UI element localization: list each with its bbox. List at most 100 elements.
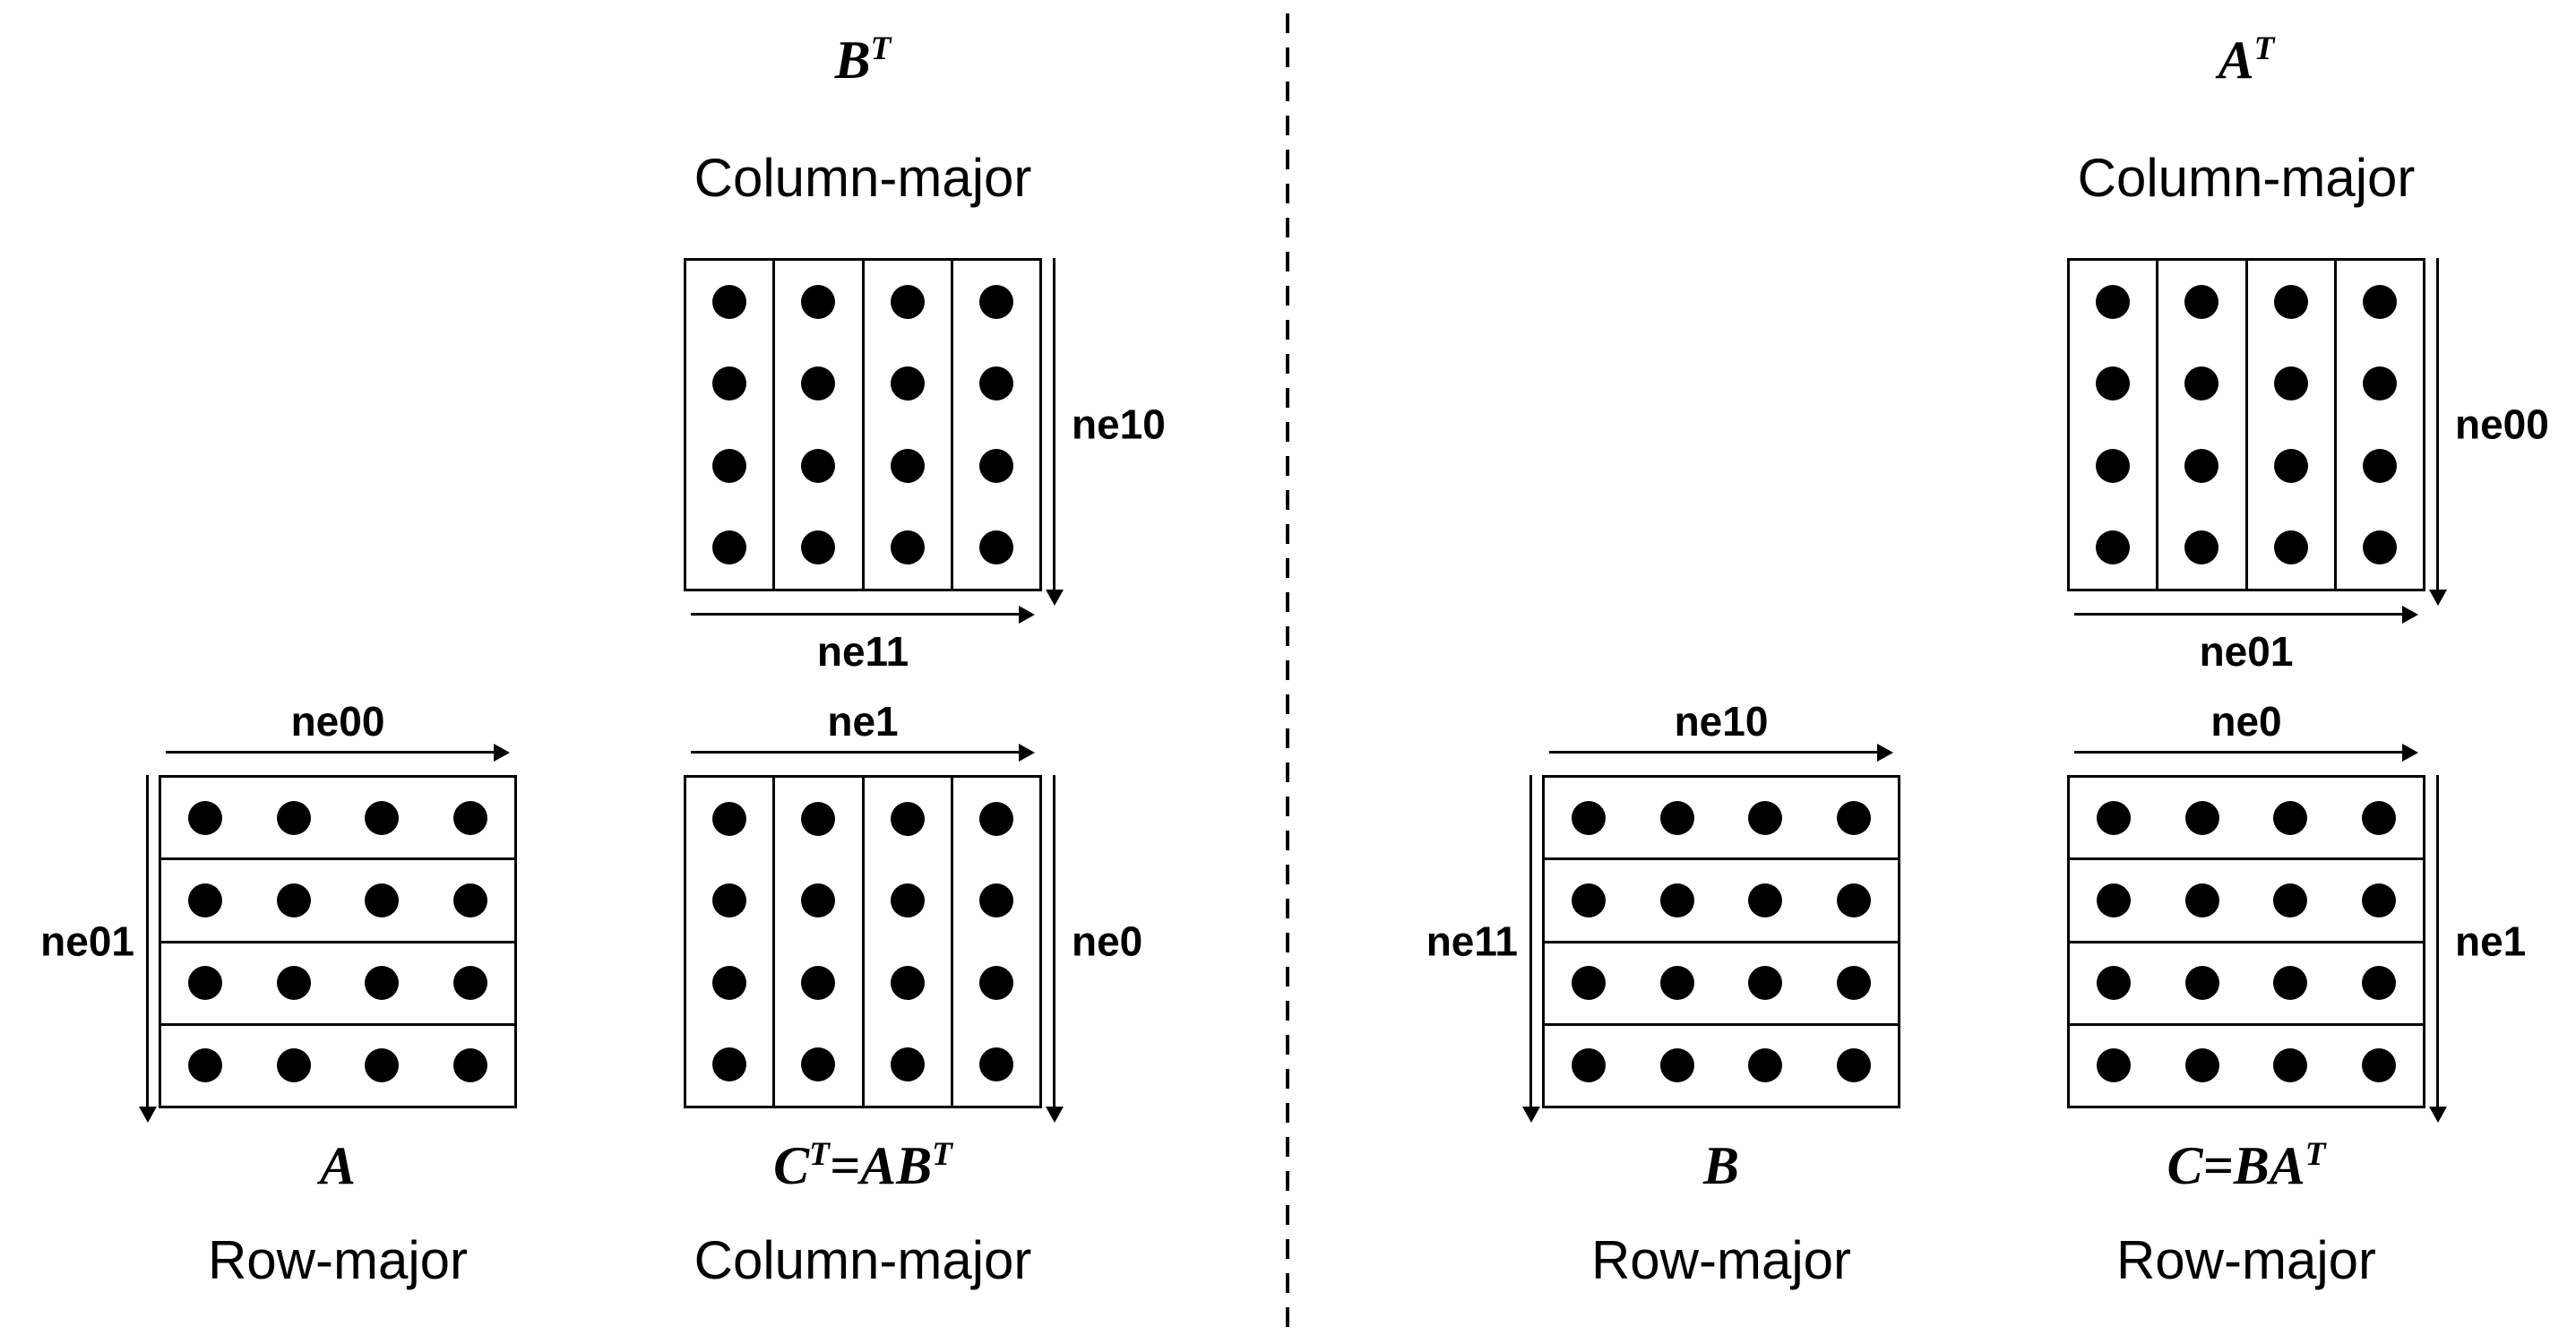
at-down-arrow-icon [2429,258,2447,606]
matrix-element-dot [712,284,747,319]
bt-matrix-title: BT [834,30,892,90]
a-ne01-label: ne01 [40,918,134,965]
matrix-element-dot [1748,966,1783,1001]
c-ne1-label: ne1 [2455,918,2527,965]
b-right-arrow-icon [1549,744,1893,762]
matrix-element-dot [890,1047,925,1082]
at-matrix-title: AT [2218,30,2275,90]
matrix-row [2070,943,2423,1026]
matrix-row [1545,778,1898,861]
ct-ne1-label: ne1 [827,698,899,745]
matrix-element-dot [276,1048,311,1083]
matrix-row [161,778,514,861]
matrix-element-dot [2273,366,2308,401]
matrix-element-dot [1572,1048,1607,1083]
bt-right-arrow-icon [691,606,1035,624]
matrix-element-dot [2097,966,2132,1001]
matrix-element-dot [1572,966,1607,1001]
matrix-element-dot [188,1048,223,1083]
c-matrix-title: C=BAT [2167,1136,2326,1195]
matrix-element-dot [2362,366,2397,401]
matrix-element-dot [1659,883,1694,918]
matrix-element-dot [801,883,836,918]
matrix-element-dot [2362,448,2397,483]
matrix-element-dot [188,883,223,918]
matrix-element-dot [978,965,1013,1000]
b-ne10-label: ne10 [1674,698,1769,745]
matrix-element-dot [1659,1048,1694,1083]
matrix-element-dot [2273,448,2308,483]
matrix-element-dot [801,801,836,836]
c-down-arrow-icon [2429,775,2447,1123]
matrix-element-dot [452,966,487,1001]
matrix-element-dot [890,965,925,1000]
matrix-element-dot [1748,1048,1783,1083]
matrix-element-dot [2184,284,2219,319]
ct-matrix [684,775,1042,1108]
matrix-element-dot [2096,448,2131,483]
matrix-element-dot [1572,800,1607,835]
matrix-element-dot [801,284,836,319]
matrix-element-dot [2361,800,2396,835]
matrix-element-dot [801,1047,836,1082]
matrix-element-dot [2184,530,2219,565]
matrix-element-dot [2184,448,2219,483]
matrix-element-dot [712,530,747,565]
matrix-column [2070,261,2159,589]
ct-matrix-subtitle: Column-major [694,1230,1032,1290]
matrix-element-dot [712,883,747,918]
matrix-element-dot [1836,883,1871,918]
matrix-element-dot [978,1047,1013,1082]
matrix-element-dot [2362,530,2397,565]
a-matrix [159,775,517,1108]
matrix-element-dot [276,883,311,918]
matrix-element-dot [188,800,223,835]
matrix-element-dot [2184,366,2219,401]
matrix-element-dot [2184,1048,2219,1083]
matrix-column [953,261,1039,589]
matrix-element-dot [2273,966,2308,1001]
matrix-element-dot [1748,800,1783,835]
matrix-element-dot [2096,366,2131,401]
matrix-element-dot [978,801,1013,836]
matrix-column [2337,261,2423,589]
c-matrix-subtitle: Row-major [2115,1230,2377,1290]
a-matrix-title: A [319,1136,357,1195]
matrix-element-dot [712,366,747,401]
matrix-element-dot [2362,284,2397,319]
matrix-element-dot [1748,883,1783,918]
matrix-element-dot [978,883,1013,918]
matrix-column [953,778,1039,1106]
matrix-element-dot [2096,284,2131,319]
matrix-element-dot [452,800,487,835]
matrix-element-dot [2273,1048,2308,1083]
matrix-column [2158,261,2248,589]
matrix-element-dot [1836,800,1871,835]
matrix-column [686,778,776,1106]
matrix-element-dot [712,965,747,1000]
matrix-row [161,943,514,1026]
matrix-element-dot [890,284,925,319]
matrix-column [775,778,865,1106]
matrix-column [775,261,865,589]
matrix-element-dot [2361,1048,2396,1083]
matrix-element-dot [978,284,1013,319]
c-matrix [2067,775,2425,1108]
matrix-row [161,1026,514,1106]
matrix-element-dot [890,448,925,483]
matrix-element-dot [2097,883,2132,918]
matrix-element-dot [365,966,400,1001]
matrix-element-dot [188,966,223,1001]
matrix-element-dot [276,966,311,1001]
a-down-arrow-icon [139,775,157,1123]
matrix-element-dot [365,1048,400,1083]
matrix-element-dot [365,883,400,918]
matrix-row [1545,860,1898,943]
matrix-element-dot [2361,966,2396,1001]
matrix-element-dot [801,965,836,1000]
bt-down-arrow-icon [1046,258,1064,606]
matrix-element-dot [712,801,747,836]
matrix-element-dot [978,448,1013,483]
matrix-column [686,261,776,589]
